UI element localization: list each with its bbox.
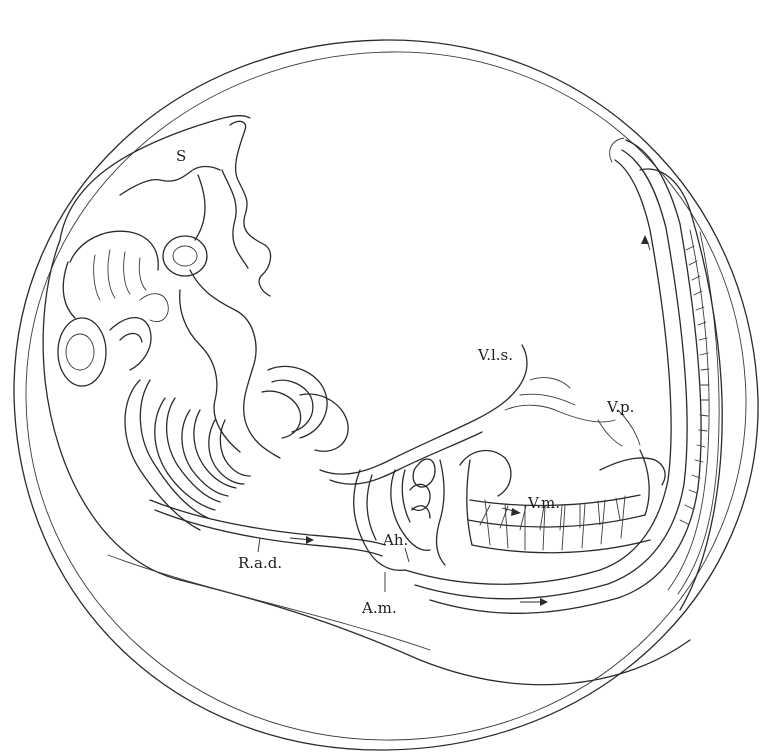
lateral-vein — [320, 345, 615, 484]
label-vp: V.p. — [606, 398, 634, 416]
heart-region — [354, 459, 445, 570]
label-ah: Ah. — [382, 531, 408, 549]
vitelline-plexus — [460, 450, 665, 553]
label-am: A.m. — [361, 599, 397, 617]
dorsal-aorta — [150, 138, 701, 613]
somites — [640, 169, 722, 610]
outer-membrane — [14, 40, 758, 750]
label-rad: R.a.d. — [238, 554, 282, 572]
label-s: S — [176, 147, 186, 165]
label-vls: V.l.s. — [477, 346, 513, 364]
optic-vesicles — [58, 231, 207, 386]
head-region — [120, 121, 280, 458]
label-vm: V.m. — [527, 494, 560, 512]
aortic-arches — [110, 294, 348, 530]
